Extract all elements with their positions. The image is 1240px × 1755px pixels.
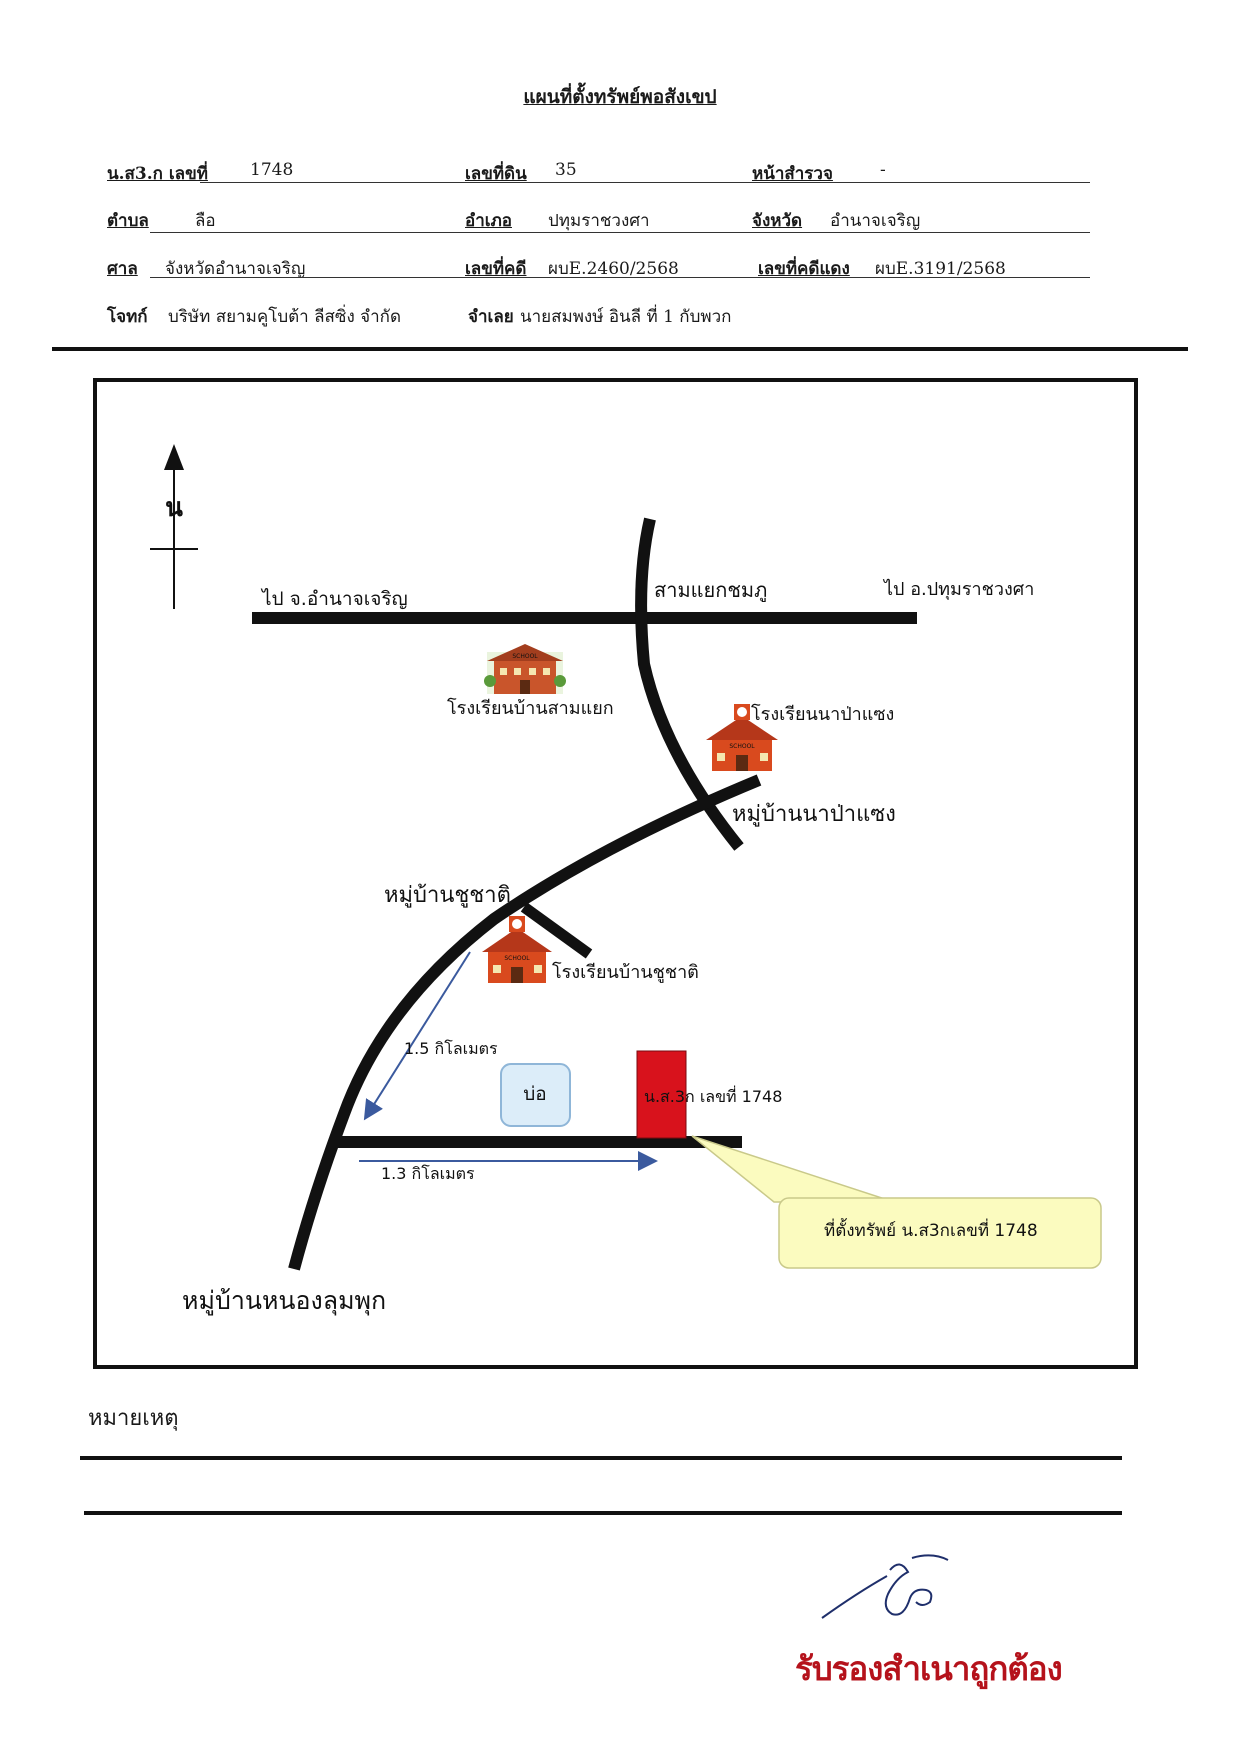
remarks-line-2 [84,1511,1122,1515]
subdistrict-value: ลือ [195,211,216,231]
remarks-label: หมายเหตุ [88,1406,179,1431]
school-chuchat-sign: SCHOOL [504,955,530,962]
doc-no-value: 1748 [250,160,294,180]
school-samyaek-sign: SCHOOL [512,653,538,660]
land-no-label: เลขที่ดิน [465,164,527,184]
junction-label: สามแยกชมภู [654,578,767,603]
branch-road-chuchat [520,902,593,959]
distance-arrow-1 [363,951,471,1121]
pond-box [500,1063,571,1127]
school-napasaeng-sign: SCHOOL [729,743,755,750]
remarks-line-1 [80,1456,1122,1460]
callout-pointer [691,1135,895,1203]
distance-2-label: 1.3 กิโลเมตร [381,1164,475,1183]
land-no-value: 35 [555,160,577,180]
survey-page-label: หน้าสำรวจ [752,164,833,184]
parcel-label: น.ส.3ก เลขที่ 1748 [644,1085,782,1106]
plaintiff-value: บริษัท สยามคูโบต้า ลีสซิ่ง จำกัด [168,307,401,327]
subdistrict-label: ตำบล [107,211,149,231]
distance-1-label: 1.5 กิโลเมตร [404,1039,498,1058]
plaintiff-label: โจทก์ [107,307,148,327]
callout-box [778,1197,1102,1269]
certified-stamp: รับรองสำเนาถูกต้อง [795,1649,1063,1688]
north-arrow: น [150,444,198,609]
callout-label: ที่ตั้งทรัพย์ น.ส3กเลขที่ 1748 [824,1218,1038,1241]
header-row-document: น.ส3.ก เลขที่ 1748 เลขที่ดิน 35 หน้าสำรว… [0,160,1240,190]
header-row-location: ตำบล ลือ อำเภอ ปทุมราชวงศา จังหวัด อำนาจ… [0,207,1240,237]
parcel-marker [636,1050,687,1139]
red-case-no-label: เลขที่คดีแดง [758,259,850,279]
red-case-no-value: ผบE.3191/2568 [875,259,1006,279]
village-nonglumphuk-label: หมู่บ้านหนองลุมพุก [182,1286,386,1316]
province-value: อำนาจเจริญ [830,211,921,231]
to-amnat-label: ไป จ.อำนาจเจริญ [260,588,408,610]
school-chuchat-label: โรงเรียนบ้านชูชาติ [552,961,699,983]
case-no-label: เลขที่คดี [465,259,527,279]
district-value: ปทุมราชวงศา [548,211,650,231]
north-south-road [635,517,744,851]
doc-no-label: น.ส3.ก เลขที่ [107,164,208,184]
district-label: อำเภอ [465,211,512,231]
school-napasaeng-label: โรงเรียนนาป่าแซง [751,703,894,725]
case-no-value: ผบE.2460/2568 [548,259,679,279]
village-napasaeng-label: หมู่บ้านนาป่าแซง [732,802,896,827]
defendant-label: จำเลย [468,307,514,327]
main-diagonal-road [288,774,762,1271]
header-row-parties: โจทก์ บริษัท สยามคูโบต้า ลีสซิ่ง จำกัด จ… [0,303,1240,333]
survey-page-value: - [880,160,886,180]
header-underline-3 [150,277,1090,278]
location-map: น ไป จ.อำนาจเจริญ สามแยกชมภู ไป อ.ปทุมรา… [93,378,1138,1369]
map-canvas: น ไป จ.อำนาจเจริญ สามแยกชมภู ไป อ.ปทุมรา… [150,444,1102,1316]
header-separator [52,347,1188,351]
school-samyaek-label: โรงเรียนบ้านสามแยก [447,697,614,719]
header-underline-2 [150,232,1090,233]
to-pathum-label: ไป อ.ปทุมราชวงศา [882,578,1034,600]
school-chuchat-icon: SCHOOL [482,916,552,983]
header-row-court: ศาล จังหวัดอำนาจเจริญ เลขที่คดี ผบE.2460… [0,255,1240,285]
court-label: ศาล [107,259,138,279]
signature-mark [821,1554,949,1619]
court-value: จังหวัดอำนาจเจริญ [165,259,306,279]
defendant-value: นายสมพงษ์ อินลี ที่ 1 กับพวก [520,307,732,327]
school-napasaeng-icon: SCHOOL [706,704,778,771]
province-label: จังหวัด [752,211,803,231]
header-underline-1 [200,182,1090,183]
pond-label: บ่อ [523,1083,546,1105]
village-chuchat-label: หมู่บ้านชูชาติ [384,883,511,908]
north-label: น [165,493,183,523]
document-title: แผนที่ตั้งทรัพย์พอสังเขป [523,86,717,108]
school-samyaek-icon: SCHOOL [484,644,566,694]
